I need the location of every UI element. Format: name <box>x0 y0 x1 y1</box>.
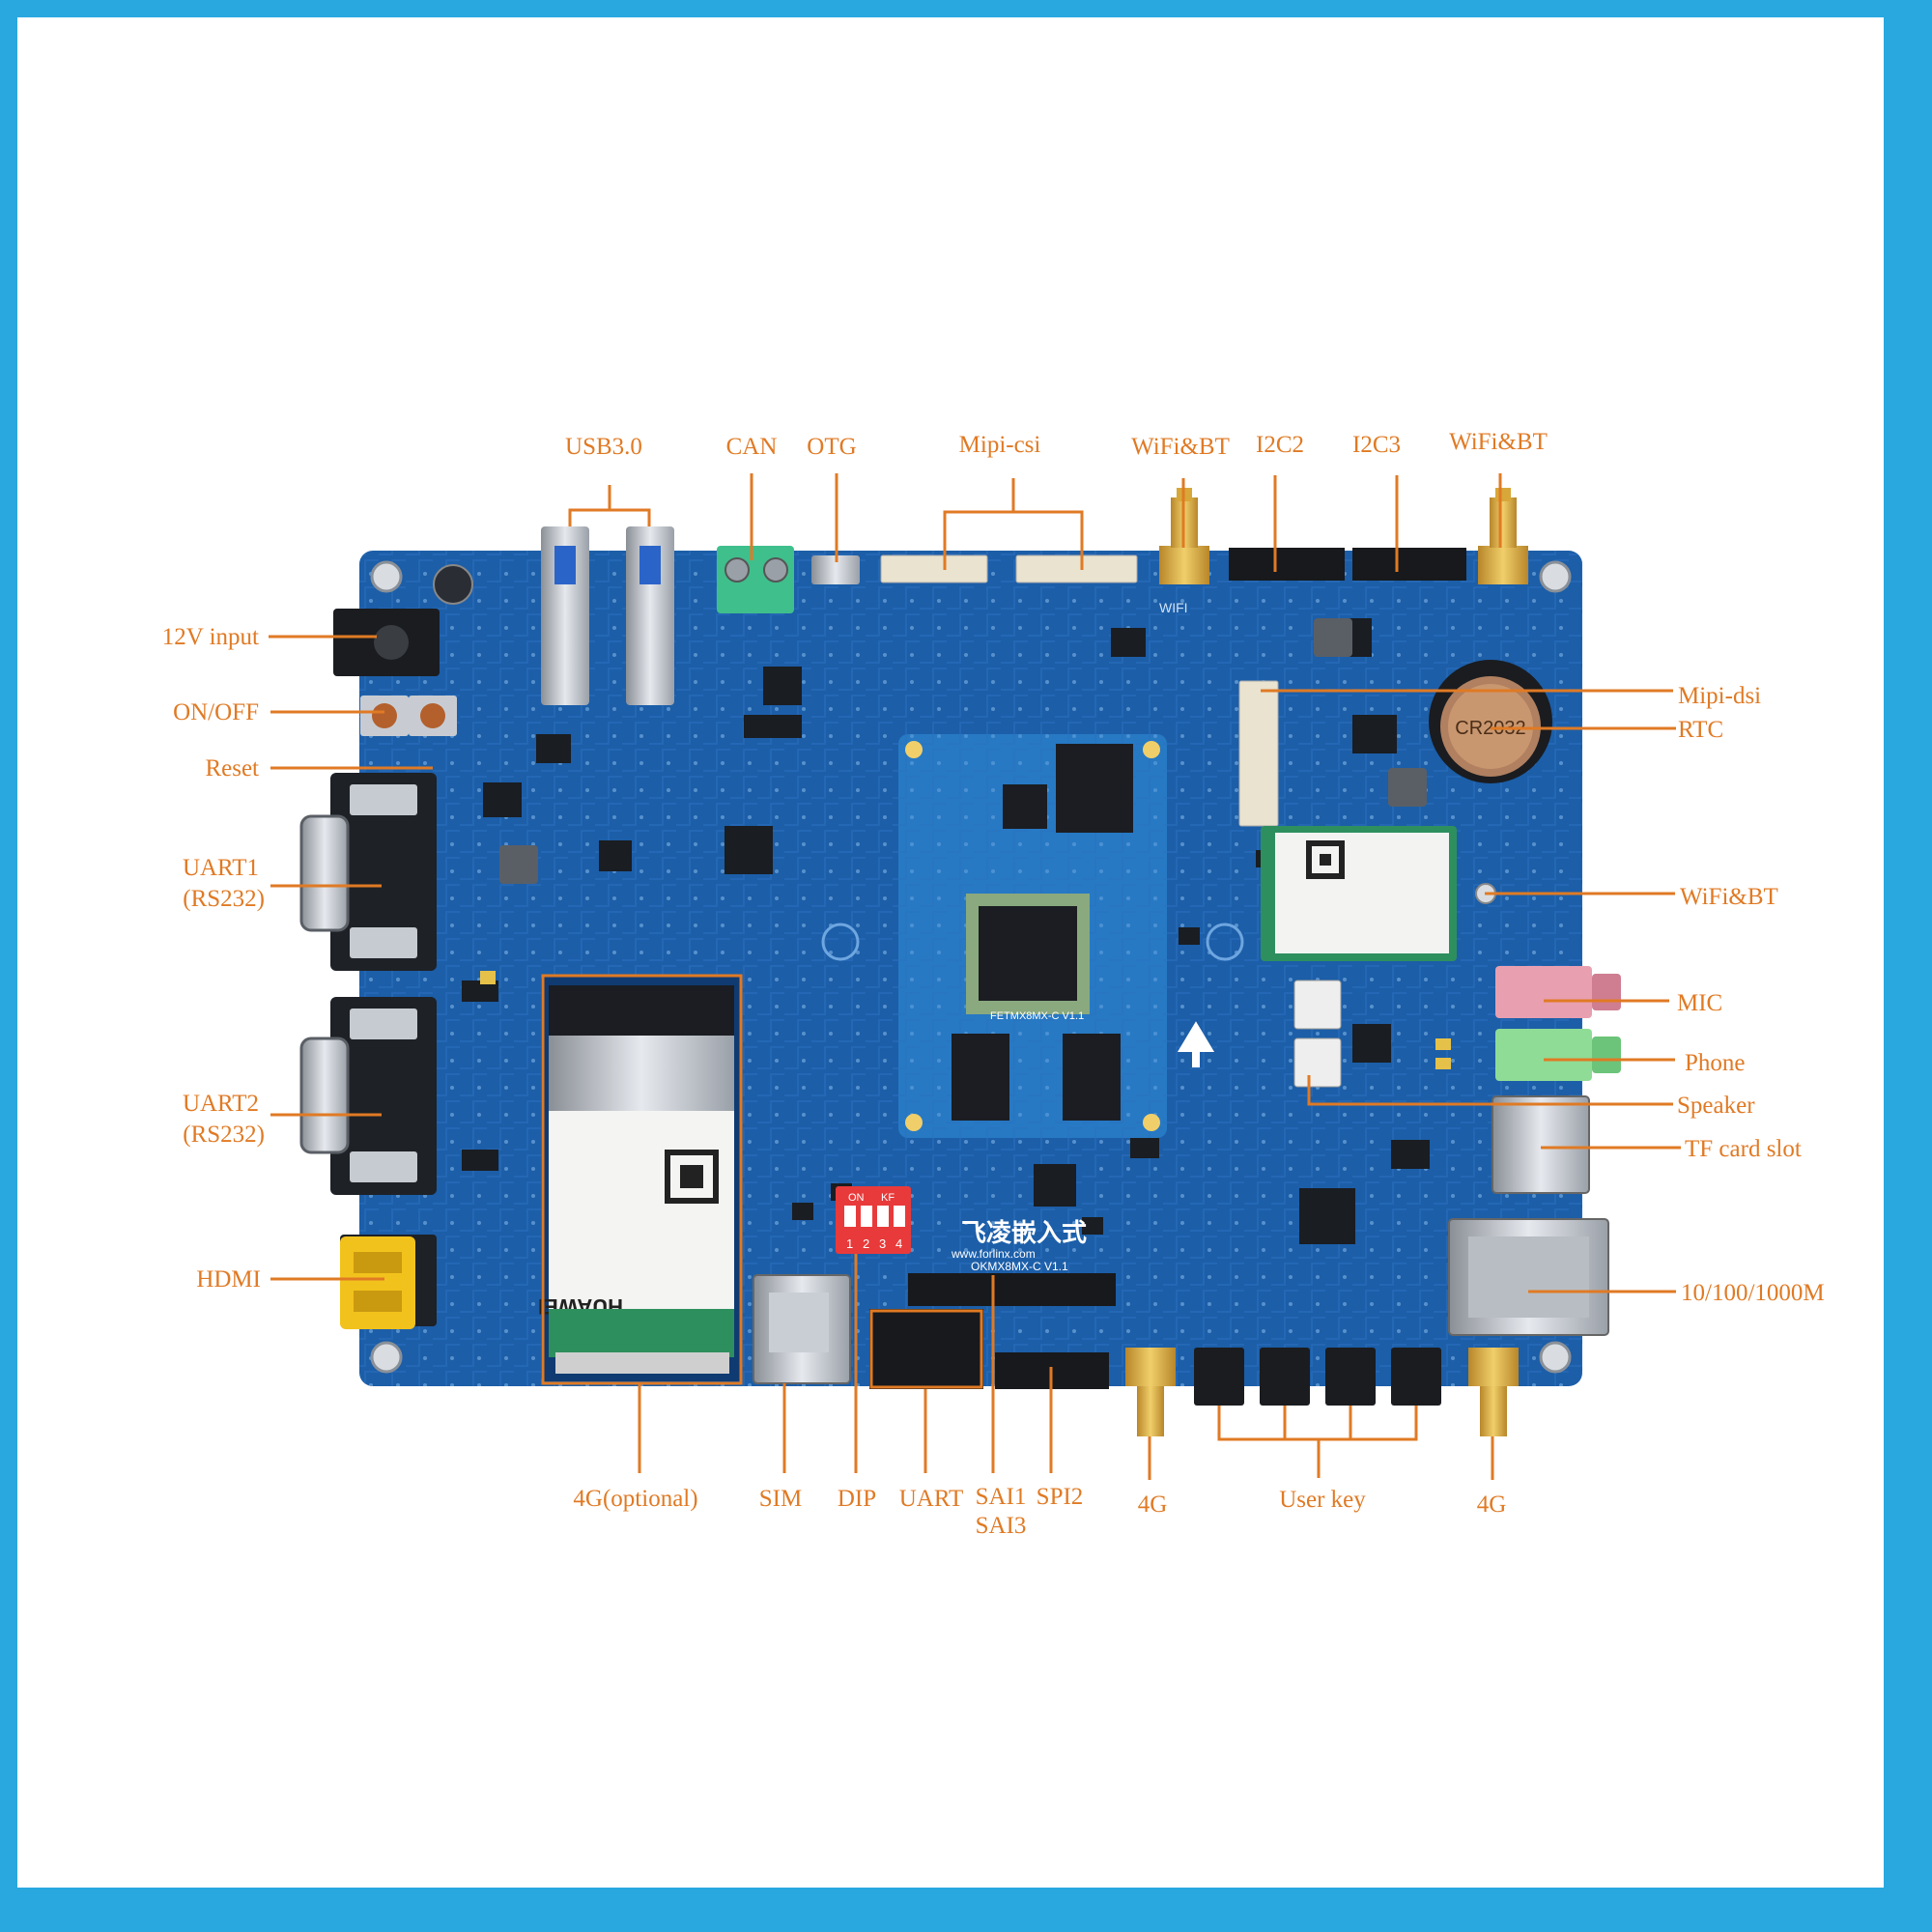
label-i2c3: I2C3 <box>1352 432 1401 458</box>
label-onoff: ON/OFF <box>173 699 259 725</box>
wifi-bt-module <box>1261 826 1496 961</box>
dip-number-4: 4 <box>895 1236 902 1251</box>
speaker-connector-2 <box>1293 1037 1342 1088</box>
tf-card-slot <box>1492 1095 1590 1194</box>
electrolytic-capacitor <box>433 564 473 605</box>
dip-number-3: 3 <box>879 1236 886 1251</box>
label-phone: Phone <box>1685 1050 1746 1076</box>
sim-slot <box>753 1274 851 1384</box>
uart1-db9-connector <box>299 773 437 971</box>
label-user-key: User key <box>1279 1487 1366 1513</box>
uart-header <box>869 1309 983 1389</box>
ddr-chip-1 <box>952 1034 1009 1121</box>
label-4g-left: 4G <box>1138 1492 1168 1518</box>
label-sim: SIM <box>759 1486 802 1512</box>
label-tf-card-slot: TF card slot <box>1685 1136 1802 1162</box>
label-uart1-sub: (RS232) <box>183 886 265 912</box>
label-i2c2: I2C2 <box>1256 432 1304 458</box>
label-rtc: RTC <box>1678 717 1723 743</box>
leader-lines <box>269 473 1681 1480</box>
mount-ring-left <box>821 923 860 961</box>
label-12v-input: 12V input <box>162 624 259 650</box>
label-sai3: SAI3 <box>976 1513 1027 1539</box>
mipi-dsi-connector <box>1238 680 1279 827</box>
label-4g-right: 4G <box>1477 1492 1507 1518</box>
mount-hole-tl <box>370 560 403 593</box>
label-mipi-dsi: Mipi-dsi <box>1678 683 1761 709</box>
label-4g-optional: 4G(optional) <box>573 1486 697 1512</box>
mic-jack <box>1495 966 1621 1018</box>
otg-micro-usb <box>811 555 860 584</box>
leader-usb30 <box>568 508 651 526</box>
usb30-port-a <box>541 526 589 705</box>
dip-on-mark: ON <box>848 1192 865 1204</box>
uart-header-highlight <box>869 1309 983 1389</box>
dc-power-jack <box>333 564 473 676</box>
reset-button-cap[interactable] <box>420 703 445 728</box>
mount-hole-bl <box>370 1341 403 1374</box>
som-marking: FETMX8MX-C V1.1 <box>990 1010 1084 1022</box>
brand-web: www.forlinx.com <box>951 1247 1036 1261</box>
mount-ring-right <box>1206 923 1244 961</box>
label-wifibt-top2: WiFi&BT <box>1449 429 1548 455</box>
ethernet-rj45 <box>1448 1218 1609 1336</box>
dip-kf-mark: KF <box>881 1192 895 1204</box>
sai-header <box>908 1273 1116 1306</box>
label-dip: DIP <box>838 1486 876 1512</box>
inductors <box>499 618 1427 884</box>
i2c2-header <box>1229 548 1345 581</box>
speaker-connector-1 <box>1293 980 1342 1030</box>
brand-cn: 飞凌嵌入式 <box>961 1218 1087 1248</box>
can-terminal-block <box>717 546 794 613</box>
ddr-chip-2 <box>1063 1034 1121 1121</box>
label-usb30: USB3.0 <box>565 434 642 460</box>
mipi-csi-connector-2 <box>1015 554 1138 583</box>
leader-user-keys <box>1217 1406 1418 1441</box>
label-uart2: UART2 <box>183 1091 259 1117</box>
label-spi2: SPI2 <box>1037 1484 1084 1510</box>
label-hdmi: HDMI <box>196 1266 261 1293</box>
4g-module-highlight <box>541 974 743 1385</box>
carrier-marking: OKMX8MX-C V1.1 <box>971 1260 1068 1273</box>
label-uart1: UART1 <box>183 855 259 881</box>
usb30-port-b <box>626 526 674 705</box>
orientation-arrow <box>1177 1021 1215 1067</box>
label-uart: UART <box>899 1486 964 1512</box>
label-reset: Reset <box>205 755 259 781</box>
wifi-antenna-mark: WIFI <box>1159 600 1188 615</box>
4g-modem-module: HUAWEI <box>538 976 742 1381</box>
rtc-coin-cell: CR2032 <box>1429 660 1552 783</box>
dip-switch[interactable]: ON KF 1 2 3 4 <box>836 1186 911 1254</box>
label-mipi-csi: Mipi-csi <box>959 432 1041 458</box>
leader-speaker <box>1307 1075 1673 1106</box>
processor-chip <box>979 906 1077 1001</box>
label-mic: MIC <box>1677 990 1722 1016</box>
onoff-button-cap[interactable] <box>372 703 397 728</box>
user-keys[interactable] <box>1194 1348 1441 1406</box>
dip-number-2: 2 <box>863 1236 869 1251</box>
mipi-csi-connector-1 <box>880 554 988 583</box>
dip-number-1: 1 <box>846 1236 853 1251</box>
4g-antenna-bottom-right <box>1468 1348 1519 1436</box>
label-can: CAN <box>726 434 778 460</box>
som-core-board: FETMX8MX-C V1.1 <box>898 734 1167 1138</box>
label-wifibt-right: WiFi&BT <box>1680 884 1778 910</box>
phone-jack <box>1495 1029 1621 1081</box>
mount-hole-br <box>1539 1341 1572 1374</box>
label-sai1: SAI1 <box>976 1484 1027 1510</box>
label-otg: OTG <box>807 434 856 460</box>
mount-hole-tr <box>1539 560 1572 593</box>
label-uart2-sub: (RS232) <box>183 1122 265 1148</box>
small-components <box>462 618 1430 1244</box>
emmc-chip <box>1056 744 1133 833</box>
i2c3-header <box>1352 548 1466 581</box>
hdmi-connector <box>340 1235 437 1329</box>
wifi-antenna-top-right <box>1478 488 1528 584</box>
label-speaker: Speaker <box>1677 1093 1755 1119</box>
label-ethernet: 10/100/1000M <box>1681 1280 1825 1306</box>
4g-antenna-bottom-left <box>1125 1348 1176 1436</box>
uart2-db9-connector <box>299 997 437 1195</box>
label-wifibt-top1: WiFi&BT <box>1131 434 1230 460</box>
